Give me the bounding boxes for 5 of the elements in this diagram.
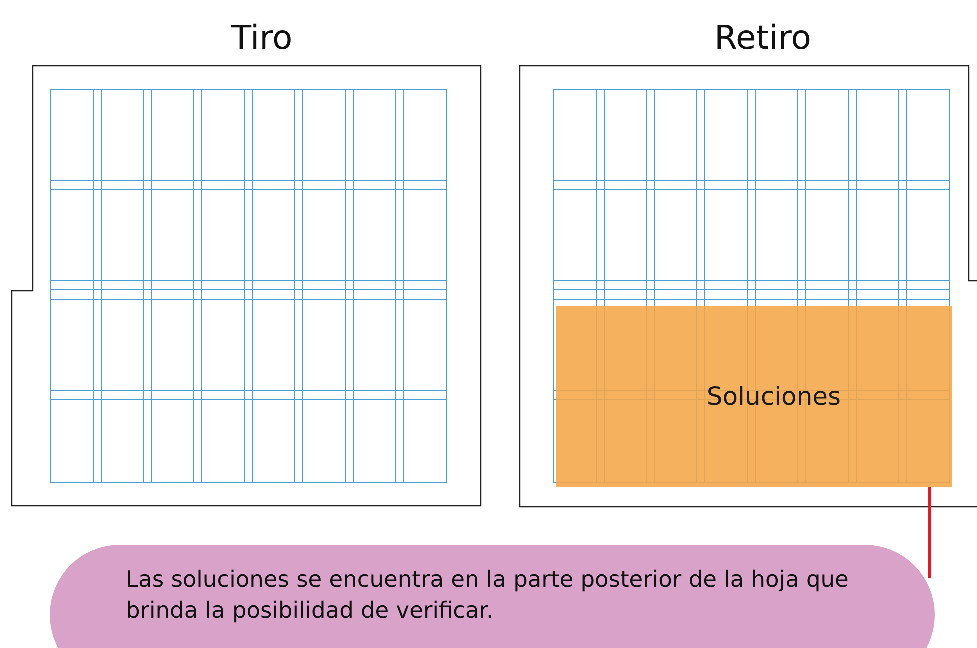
sheet-title: Retiro xyxy=(714,18,812,58)
leader-line xyxy=(928,487,932,578)
solutions-area: Soluciones xyxy=(556,306,952,487)
sheet-title: Tiro xyxy=(231,18,293,58)
note-text: Las soluciones se encuentra en la parte posterior de la hoja que brinda la posibilidad de verificar. xyxy=(126,566,850,626)
